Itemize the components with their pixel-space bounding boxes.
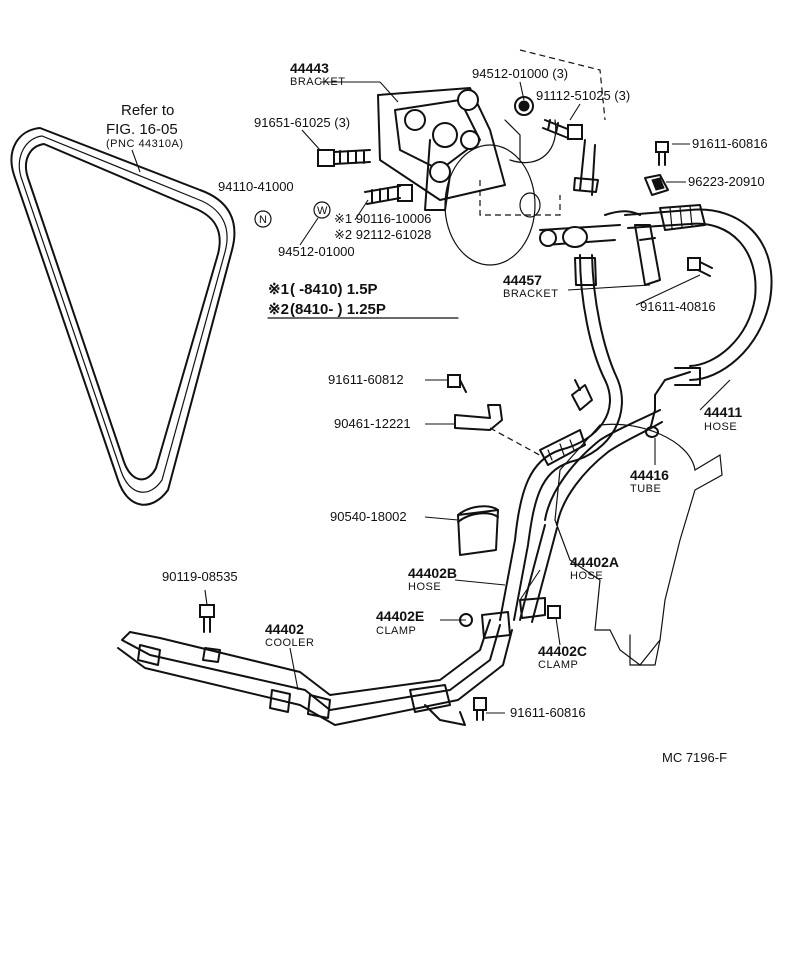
drive-belt (10, 127, 236, 506)
clamp-44402C (519, 597, 561, 619)
bolt-91651 (317, 149, 371, 167)
bolt-91611-60812 (447, 374, 467, 393)
bolt-90119 (199, 604, 215, 633)
label-44402: 44402 (265, 621, 304, 637)
hose-44411 (624, 204, 773, 396)
bolt-91611-40816 (687, 257, 713, 277)
note-2-text: (8410- ) 1.25P (290, 301, 386, 318)
stud-bolt (364, 184, 413, 205)
label-44402C-name: CLAMP (538, 659, 578, 671)
cooler-44402 (117, 619, 513, 726)
labels: 44443 BRACKET 94512-01000 (3) 91112-5102… (162, 60, 768, 765)
label-44402B-name: HOSE (408, 581, 441, 593)
label-44411-name: HOSE (704, 421, 737, 433)
label-91112: 91112-51025 (3) (536, 88, 630, 103)
bolt-91112 (542, 119, 583, 140)
label-94512-top: 94512-01000 (3) (472, 66, 568, 81)
label-90540: 90540-18002 (330, 509, 407, 524)
cushion-90540 (457, 505, 499, 556)
note-2-mark: ※2 (268, 301, 289, 318)
reference-line2: FIG. 16-05 (106, 121, 178, 138)
label-44443: 44443 (290, 60, 329, 76)
label-44402A-name: HOSE (570, 570, 603, 582)
bracket-44457 (634, 224, 661, 286)
note-1-mark: ※1 (268, 281, 289, 298)
label-44402E-name: CLAMP (376, 625, 416, 637)
symbol-n: N (254, 210, 272, 228)
nut-94512-top (514, 96, 534, 116)
bolt-91611-60816-lower (473, 697, 487, 721)
label-90119: 90119-08535 (162, 569, 238, 584)
label-91651: 91651-61025 (3) (254, 115, 350, 130)
label-44411: 44411 (704, 404, 742, 420)
reference-line3: (PNC 44310A) (106, 138, 184, 150)
label-91611-60816-top: 91611-60816 (692, 136, 768, 151)
label-44402E: 44402E (376, 608, 424, 624)
clamp-90461 (454, 404, 546, 459)
label-92112: ※2 92112-61028 (334, 227, 431, 242)
label-94110: 94110-41000 (218, 179, 294, 194)
label-91611-60812: 91611-60812 (328, 372, 404, 387)
label-44402C: 44402C (538, 643, 587, 659)
steering-gear-housing (554, 423, 723, 666)
reference-note: Refer to FIG. 16-05 (PNC 44310A) (106, 102, 184, 173)
label-44402B: 44402B (408, 565, 457, 581)
pump-bracket (377, 49, 606, 266)
label-91611-60816-lower: 91611-60816 (510, 705, 586, 720)
symbol-n-text: N (259, 214, 267, 226)
label-44457-name: BRACKET (503, 288, 558, 300)
label-90116: ※1 90116-10006 (334, 211, 431, 226)
label-44402-name: COOLER (265, 637, 314, 649)
label-96223: 96223-20910 (688, 174, 765, 189)
symbol-w: W (313, 201, 331, 219)
diagram-code: MC 7196-F (662, 750, 727, 765)
hose-clip-mid (571, 379, 593, 411)
label-44416: 44416 (630, 467, 669, 483)
reference-line1: Refer to (121, 102, 174, 119)
note-1-text: ( -8410) 1.5P (290, 281, 378, 298)
label-90461: 90461-12221 (334, 416, 411, 431)
bolt-91611-60816-top (655, 141, 669, 166)
label-44416-name: TUBE (630, 483, 661, 495)
label-91611-40816: 91611-40816 (640, 299, 716, 314)
label-44443-name: BRACKET (290, 76, 345, 88)
symbol-w-text: W (317, 205, 328, 217)
label-44402A: 44402A (570, 554, 619, 570)
clip-96223 (644, 174, 669, 196)
label-44457: 44457 (503, 272, 542, 288)
leader-lines (204, 81, 731, 714)
pump-outlet-fittings (539, 139, 641, 248)
label-94512-lower: 94512-01000 (278, 244, 355, 259)
